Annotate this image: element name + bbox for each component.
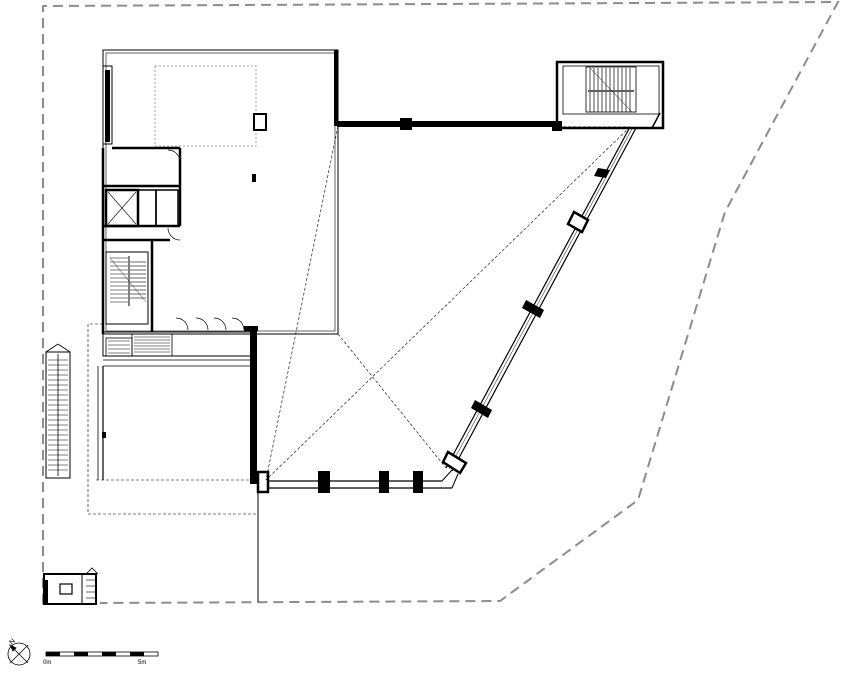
diagonal-curtain-wall [445, 126, 637, 472]
stair-tower-base [557, 112, 661, 129]
west-exterior-stair [45, 343, 71, 479]
scale-bar-end-label: 5m [138, 660, 146, 666]
entrance-hatch [108, 336, 170, 354]
bottom-columns [256, 470, 423, 494]
service-core [101, 65, 182, 334]
column-marker [253, 113, 267, 131]
center-vertical-wall [244, 326, 259, 602]
site-boundary [42, 0, 840, 604]
gatehouse [43, 567, 99, 605]
north-arrow-label: N [8, 638, 17, 647]
core-stair-treads [109, 256, 147, 306]
diagonal-columns [441, 168, 610, 475]
bridge-wall [337, 118, 562, 131]
lower-west-zone [87, 323, 258, 515]
bottom-curtain-wall [258, 469, 459, 489]
interior-zone [154, 65, 257, 147]
scale-bar-start-label: 0m [43, 660, 51, 666]
scale-bar [45, 651, 159, 657]
door-swings [167, 149, 245, 331]
west-stair-treads [48, 354, 68, 476]
north-arrow-icon [7, 642, 31, 666]
stair-tower-treads [588, 67, 634, 113]
roof-outline-dashed [265, 125, 631, 481]
entrance-strip [102, 331, 254, 367]
column-marker [252, 174, 256, 182]
